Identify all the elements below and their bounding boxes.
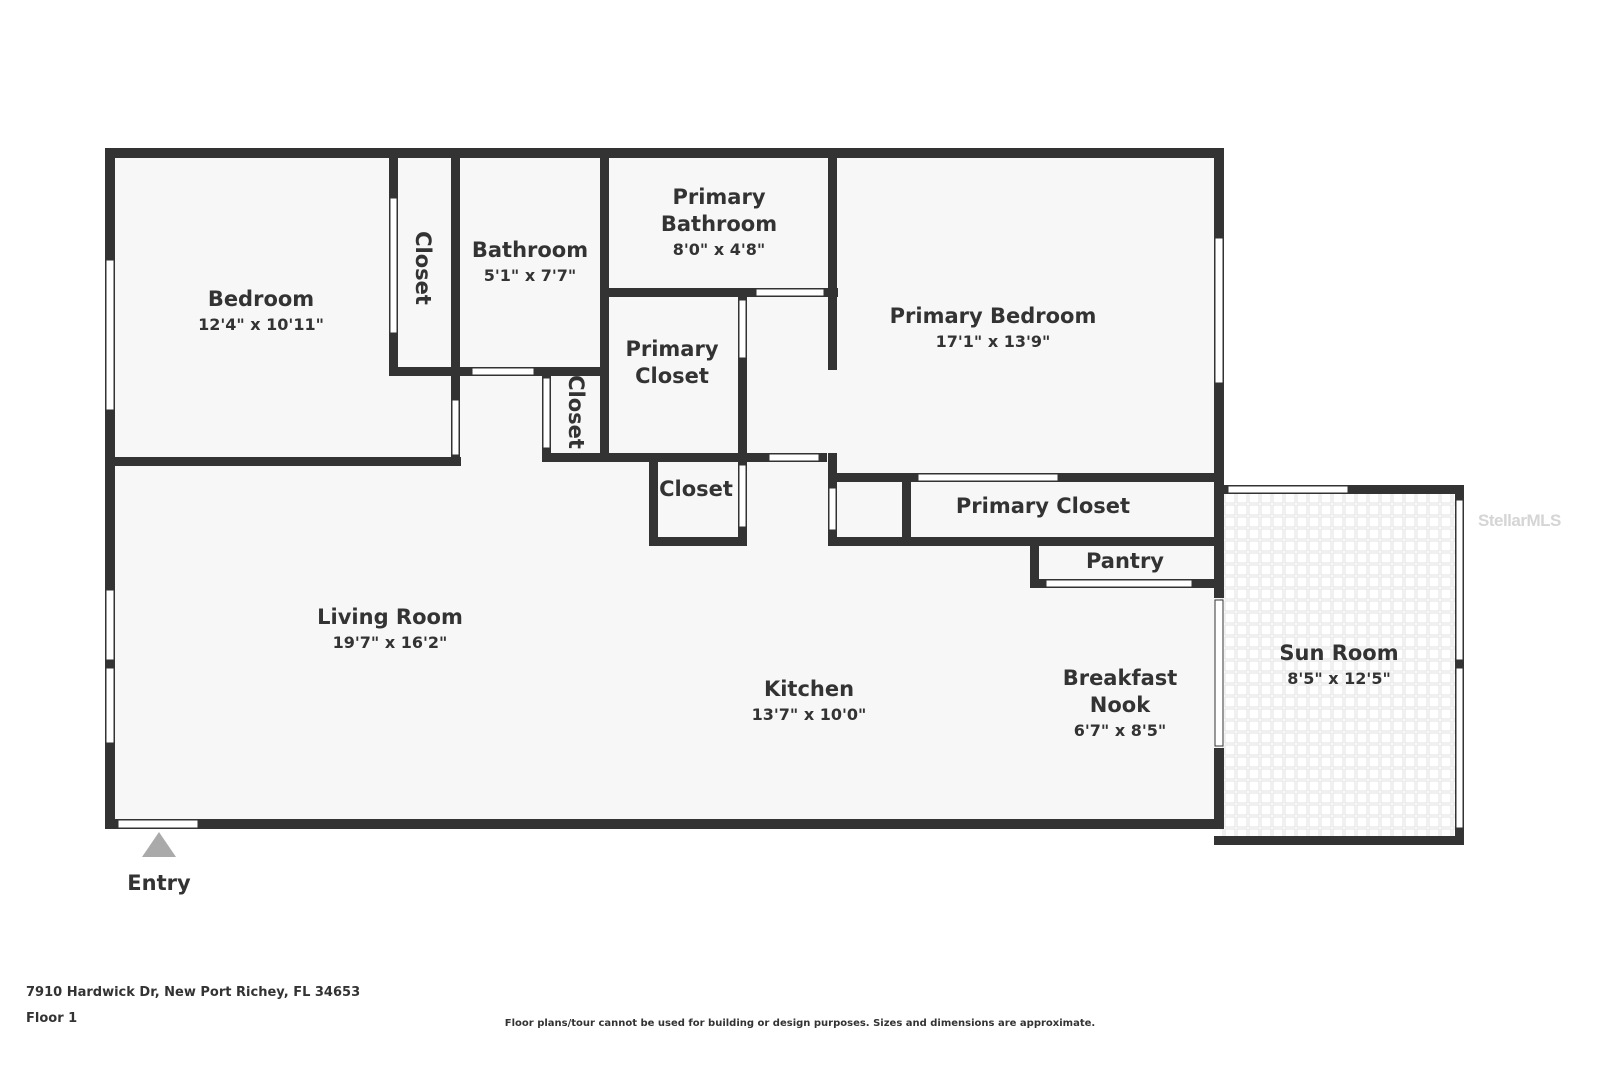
wall-left	[105, 148, 115, 829]
openings	[105, 197, 1464, 829]
room-name-living-room: Living Room	[317, 605, 463, 629]
room-name-bathroom: Bathroom	[472, 238, 588, 262]
room-dims-breakfast-nook: 6'7" x 8'5"	[1074, 721, 1166, 740]
room-dims-primary-bedroom: 17'1" x 13'9"	[936, 332, 1051, 351]
floor-areas	[108, 153, 1460, 840]
window	[1214, 237, 1224, 384]
door-opening	[542, 377, 551, 449]
room-name-closet-1: Closet	[411, 231, 435, 305]
room-name-closet-3: Closet	[659, 477, 733, 501]
door-opening	[389, 197, 398, 334]
window	[1455, 667, 1464, 829]
room-name-bedroom: Bedroom	[208, 287, 314, 311]
window	[105, 667, 115, 744]
entry-door	[117, 819, 199, 829]
room-dims-kitchen: 13'7" x 10'0"	[752, 705, 867, 724]
door-opening	[471, 367, 535, 376]
room-dims-living-room: 19'7" x 16'2"	[333, 633, 448, 652]
room-name-primary-closet-line2: Closet	[635, 364, 709, 388]
room-labels: Bedroom 12'4" x 10'11" Closet Bathroom 5…	[198, 185, 1399, 740]
room-name-primary-bathroom-line1: Primary	[672, 185, 765, 209]
door-opening	[917, 473, 1059, 482]
entry-arrow-icon	[142, 832, 176, 857]
entry-label: Entry	[127, 871, 191, 895]
room-name-primary-bathroom-line2: Bathroom	[661, 212, 777, 236]
door-opening	[1045, 579, 1193, 588]
room-name-kitchen: Kitchen	[764, 677, 854, 701]
wall-bottom	[105, 819, 1224, 829]
watermark: StellarMLS	[1478, 511, 1561, 530]
wall-top	[105, 148, 1224, 158]
disclaimer: Floor plans/tour cannot be used for buil…	[504, 1018, 1096, 1029]
window	[105, 259, 115, 411]
room-name-breakfast-nook-line1: Breakfast	[1063, 666, 1178, 690]
room-name-primary-closet-line1: Primary	[625, 337, 718, 361]
door-opening	[738, 464, 747, 528]
property-address: 7910 Hardwick Dr, New Port Richey, FL 34…	[26, 985, 361, 1000]
window	[105, 589, 115, 661]
wall-right-lower	[1214, 748, 1224, 829]
door-opening	[828, 487, 837, 531]
room-name-pantry: Pantry	[1086, 549, 1164, 573]
room-dims-bathroom: 5'1" x 7'7"	[484, 266, 576, 285]
room-name-primary-closet-2: Primary Closet	[956, 494, 1130, 518]
room-dims-bedroom: 12'4" x 10'11"	[198, 315, 324, 334]
door-opening	[768, 453, 820, 462]
room-name-primary-bedroom: Primary Bedroom	[890, 304, 1097, 328]
window	[1455, 499, 1464, 661]
room-dims-sun-room: 8'5" x 12'5"	[1287, 669, 1391, 688]
floor-label: Floor 1	[26, 1011, 78, 1026]
door-opening	[738, 299, 747, 359]
room-dims-primary-bathroom: 8'0" x 4'8"	[673, 240, 765, 259]
room-name-breakfast-nook-line2: Nook	[1090, 693, 1151, 717]
door-opening	[1214, 599, 1224, 747]
room-name-sun-room: Sun Room	[1279, 641, 1398, 665]
door-opening	[451, 399, 460, 456]
room-name-closet-2: Closet	[564, 375, 588, 449]
window	[1227, 485, 1349, 494]
door-opening	[755, 288, 825, 297]
